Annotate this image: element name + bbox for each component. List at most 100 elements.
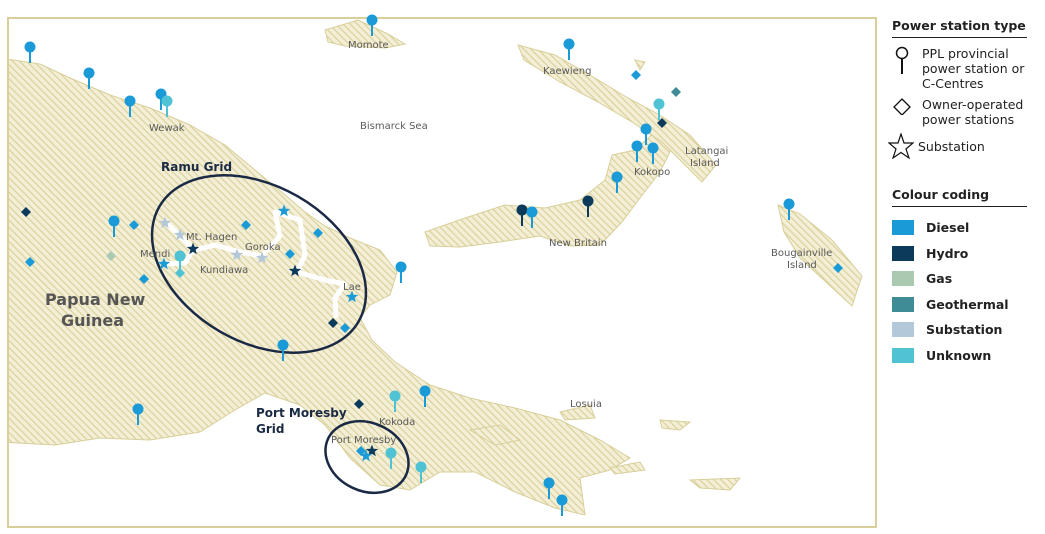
owner-station-diamond-diesel[interactable]	[139, 274, 149, 284]
power-station-pin-diesel[interactable]	[556, 494, 568, 517]
legend-colour-geothermal: Geothermal	[892, 292, 1027, 318]
legend-type-star: Substation	[888, 133, 1027, 159]
power-station-pin-diesel[interactable]	[83, 67, 95, 90]
land-bougainville	[777, 204, 863, 307]
substation-star-hydro[interactable]	[288, 264, 302, 277]
colour-label: Substation	[926, 322, 1003, 338]
power-station-pin-diesel[interactable]	[366, 14, 378, 37]
land-new-britain	[424, 131, 673, 248]
port-moresby-grid-outline	[324, 419, 410, 495]
pin-icon	[895, 46, 909, 74]
label-pm-grid-2: Grid	[256, 422, 284, 436]
legend-colour-unknown: Unknown	[892, 343, 1027, 369]
label-latangai-2: Island	[690, 158, 720, 169]
power-station-pin-diesel[interactable]	[647, 142, 659, 165]
label-bismarck-sea: Bismarck Sea	[360, 121, 428, 132]
owner-station-diamond-diesel[interactable]	[340, 323, 350, 333]
legend-colour-gas: Gas	[892, 266, 1027, 292]
star-icon	[888, 133, 914, 159]
power-station-pin-diesel[interactable]	[611, 171, 623, 194]
label-latangai-1: Latangai	[685, 146, 728, 157]
substation-star-diesel[interactable]	[345, 290, 359, 303]
owner-station-diamond-unknown[interactable]	[175, 268, 185, 278]
colour-swatch	[892, 245, 914, 261]
ramu-grid-outline	[150, 174, 368, 354]
power-station-pin-diesel[interactable]	[419, 385, 431, 408]
legend: Power station type PPL provincial power …	[888, 18, 1027, 369]
owner-station-diamond-hydro[interactable]	[328, 318, 338, 328]
label-png-1: Papua New	[45, 290, 146, 309]
power-station-pin-hydro[interactable]	[516, 204, 528, 227]
colour-swatch	[892, 322, 914, 338]
power-station-pin-unknown[interactable]	[389, 390, 401, 413]
owner-station-diamond-diesel[interactable]	[241, 220, 251, 230]
substation-star-substation[interactable]	[173, 228, 187, 241]
substation-star-diesel[interactable]	[359, 449, 373, 462]
owner-station-diamond-diesel[interactable]	[25, 257, 35, 267]
colour-label: Hydro	[926, 245, 969, 261]
label-kokoda: Kokoda	[379, 417, 415, 428]
power-station-pin-unknown[interactable]	[385, 447, 397, 470]
owner-station-diamond-diesel[interactable]	[631, 70, 641, 80]
power-station-pin-diesel[interactable]	[277, 339, 289, 362]
power-station-pin-unknown[interactable]	[161, 95, 173, 118]
power-station-pin-diesel[interactable]	[24, 41, 36, 64]
label-losuia: Losuia	[570, 399, 602, 410]
owner-station-diamond-gas[interactable]	[106, 251, 116, 261]
diamond-icon	[893, 98, 911, 115]
power-station-pin-unknown[interactable]	[653, 98, 665, 121]
substation-star-hydro[interactable]	[186, 242, 200, 255]
legend-colour-substation: Substation	[892, 317, 1027, 343]
owner-station-diamond-hydro[interactable]	[354, 399, 364, 409]
land-mainland	[9, 58, 631, 516]
owner-station-diamond-diesel[interactable]	[313, 228, 323, 238]
land-manus	[324, 19, 407, 49]
power-station-pin-diesel[interactable]	[631, 140, 643, 163]
power-station-pin-diesel[interactable]	[124, 95, 136, 118]
substation-star-substation[interactable]	[158, 216, 172, 229]
power-station-pin-diesel[interactable]	[108, 215, 120, 238]
owner-station-diamond-hydro[interactable]	[21, 207, 31, 217]
land-new-ireland	[517, 44, 717, 183]
legend-type-pin: PPL provincial power station or C-Centre…	[892, 46, 1027, 91]
label-momote: Momote	[348, 40, 389, 51]
colour-label: Gas	[926, 271, 953, 287]
legend-type-title: Power station type	[892, 18, 1027, 38]
label-png-2: Guinea	[61, 311, 124, 330]
label-lae: Lae	[343, 282, 361, 293]
colour-swatch	[892, 347, 914, 363]
substation-star-diesel[interactable]	[277, 204, 291, 217]
label-mt-hagen: Mt. Hagen	[186, 232, 237, 243]
label-bougainville-2: Island	[787, 260, 817, 271]
substation-star-substation[interactable]	[230, 248, 244, 261]
owner-station-diamond-hydro[interactable]	[657, 118, 667, 128]
power-station-pin-diesel[interactable]	[563, 38, 575, 61]
owner-station-diamond-geothermal[interactable]	[671, 87, 681, 97]
legend-colour-diesel: Diesel	[892, 215, 1027, 241]
substation-star-substation[interactable]	[255, 251, 269, 264]
label-ramu-grid: Ramu Grid	[161, 160, 232, 174]
label-bougainville-1: Bougainville	[771, 248, 832, 259]
power-station-pin-hydro[interactable]	[582, 195, 594, 218]
legend-type-diamond: Owner-operated power stations	[892, 97, 1027, 127]
label-goroka: Goroka	[245, 242, 281, 253]
power-station-pin-diesel[interactable]	[640, 123, 652, 146]
power-station-pin-diesel[interactable]	[783, 198, 795, 221]
power-station-pin-diesel[interactable]	[526, 206, 538, 229]
power-station-pin-unknown[interactable]	[415, 461, 427, 484]
owner-station-diamond-diesel[interactable]	[285, 249, 295, 259]
substation-star-hydro[interactable]	[365, 444, 379, 457]
owner-station-diamond-diesel[interactable]	[833, 263, 843, 273]
substation-star-diesel[interactable]	[157, 257, 171, 270]
map: Papua New Guinea Wewak Momote Kaewieng B…	[7, 14, 877, 528]
land-islands	[468, 59, 742, 491]
power-station-pin-diesel[interactable]	[132, 403, 144, 426]
power-station-pin-diesel[interactable]	[543, 477, 555, 500]
legend-colour-hydro: Hydro	[892, 241, 1027, 267]
label-new-britain: New Britain	[549, 238, 607, 249]
owner-station-diamond-diesel[interactable]	[129, 220, 139, 230]
label-port-moresby: Port Moresby	[331, 435, 396, 446]
power-station-pin-diesel[interactable]	[395, 261, 407, 284]
owner-station-diamond-diesel[interactable]	[356, 446, 366, 456]
mendi-road	[164, 248, 196, 267]
